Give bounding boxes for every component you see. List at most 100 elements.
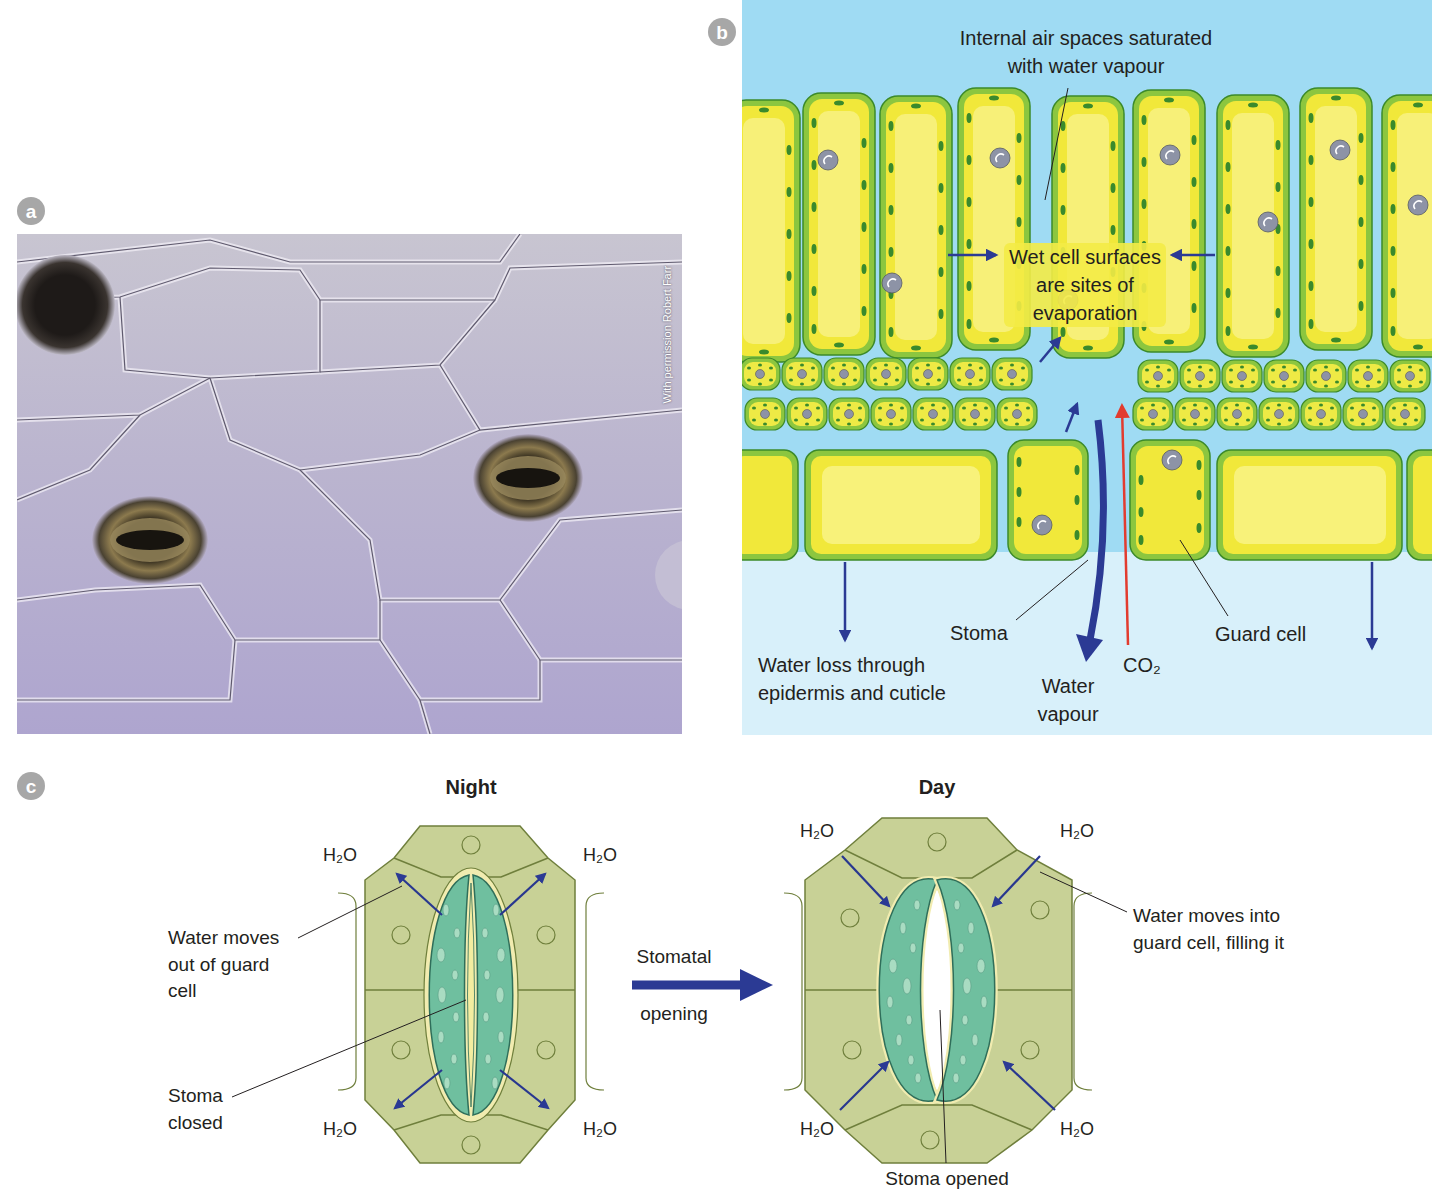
label-text: opening [640, 1001, 708, 1028]
leaf-section-part [742, 100, 800, 362]
leaf-section-part [1408, 195, 1428, 215]
guard-cell [1008, 440, 1210, 560]
leader-line [1016, 88, 1228, 620]
water-arrow-part [1004, 1062, 1055, 1110]
leaf-section-part [1300, 88, 1372, 350]
stoma-day-part [879, 879, 937, 1101]
leaf-section-part [882, 273, 902, 293]
guard-cell-part [1032, 515, 1052, 535]
stoma-night-part-part [537, 1041, 555, 1059]
micrograph-part [92, 496, 208, 584]
guard-cell-part-part [1075, 530, 1080, 540]
leaf-section-part [1217, 95, 1289, 357]
co2-arrow [1122, 406, 1128, 645]
leaf-section-part [1160, 145, 1180, 165]
leaf-section-part [1385, 398, 1425, 430]
leader-line-part [1040, 872, 1127, 912]
stoma-day-part-part [1031, 901, 1049, 919]
leaf-section-part [1382, 95, 1432, 357]
stoma-day-part-part [928, 833, 946, 851]
leaf-section-part [871, 398, 911, 430]
leader-line-part [298, 886, 402, 938]
flow-arrow-part [1172, 254, 1215, 257]
process-arrow-part [740, 969, 773, 1001]
flow-arrow-part [948, 254, 996, 257]
flow-arrow-part [1040, 338, 1060, 362]
label-text: Stoma [950, 619, 1008, 647]
stoma-night-part [473, 875, 513, 1115]
leaf-section-part [1301, 398, 1341, 430]
guard-cell-part-part [1197, 523, 1202, 533]
label-text: Stomatal [637, 944, 712, 971]
label-text: H₂O [323, 843, 357, 868]
leaf-section-part [824, 358, 864, 390]
micrograph-part [473, 434, 583, 522]
leader-line-part [1045, 88, 1068, 200]
leader-line-part [1016, 560, 1088, 620]
leaf-section-part [745, 398, 785, 430]
micrograph-part [17, 234, 682, 734]
leaf-section-part [1390, 360, 1430, 392]
stoma-day-part-part [843, 1041, 861, 1059]
leaf-section-part [1330, 140, 1350, 160]
stoma-day-part [937, 879, 995, 1101]
micrograph-part [116, 530, 184, 550]
leaf-section-part [1217, 398, 1257, 430]
stoma-night-part-part [537, 926, 555, 944]
micrograph-part [496, 468, 560, 488]
stoma-night-part [365, 858, 575, 1130]
watermark: With permission Robert Farr [660, 266, 675, 404]
leaf-section-part [742, 0, 1432, 735]
epidermis-part [1234, 466, 1386, 544]
leaf-section-part [1348, 360, 1388, 392]
guard-cell-part [1130, 440, 1210, 560]
leader-line-part [940, 1010, 946, 1163]
stoma-night-part-part [392, 1041, 410, 1059]
guard-cell-part-part [1139, 507, 1144, 517]
leaf-section-part [913, 398, 953, 430]
leaf-section-part [1133, 398, 1173, 430]
leaf-section-part [1180, 360, 1220, 392]
process-arrow-part [632, 981, 745, 990]
leaf-section-part [880, 96, 952, 358]
flow-arrow-part [1066, 404, 1077, 432]
stoma-night-part [424, 868, 518, 1122]
water-arrow-part [397, 874, 442, 915]
guard-cell-part-part [1139, 475, 1144, 485]
guard-cell-part [1136, 446, 1204, 554]
epidermis-part [811, 456, 991, 554]
leaf-section-part [1259, 398, 1299, 430]
leaf-section-part [1264, 360, 1304, 392]
panel-letter-text: c [26, 777, 37, 796]
stoma-day-part [841, 833, 1049, 1149]
guard-cell-part [1008, 440, 1088, 560]
epidermis-part [822, 466, 980, 544]
arrow-head [1076, 634, 1103, 662]
leader-line-part [1180, 540, 1228, 616]
leaf-section-part [829, 398, 869, 430]
flow-arrow-part [844, 562, 847, 640]
label-text: H₂O [1060, 819, 1094, 844]
stoma-night-part-part [392, 926, 410, 944]
epidermis-part [1407, 450, 1432, 560]
stoma-night-part [429, 875, 469, 1115]
stoma-night [365, 826, 575, 1163]
water-vapour-arrow [1090, 420, 1103, 640]
epidermis-part [742, 450, 798, 560]
label-text: Night [445, 773, 496, 801]
leaf-section-part [782, 358, 822, 390]
stoma-day [805, 818, 1072, 1163]
leaf-section-part [992, 358, 1032, 390]
leaf-section-part [1138, 360, 1178, 392]
label-text: Day [919, 773, 956, 801]
label-text: Water moves into guard cell, filling it [1133, 903, 1323, 956]
flow-arrow-part [1371, 562, 1374, 648]
label-text: Internal air spaces saturated with water… [941, 24, 1231, 80]
micrograph-part [110, 518, 190, 562]
neighbour-cell-edge-part [784, 893, 802, 1090]
leaf-section-part [1222, 360, 1262, 392]
micrograph [17, 234, 682, 734]
panel-letter-text: b [716, 23, 728, 42]
stoma-night-part [468, 883, 475, 1107]
